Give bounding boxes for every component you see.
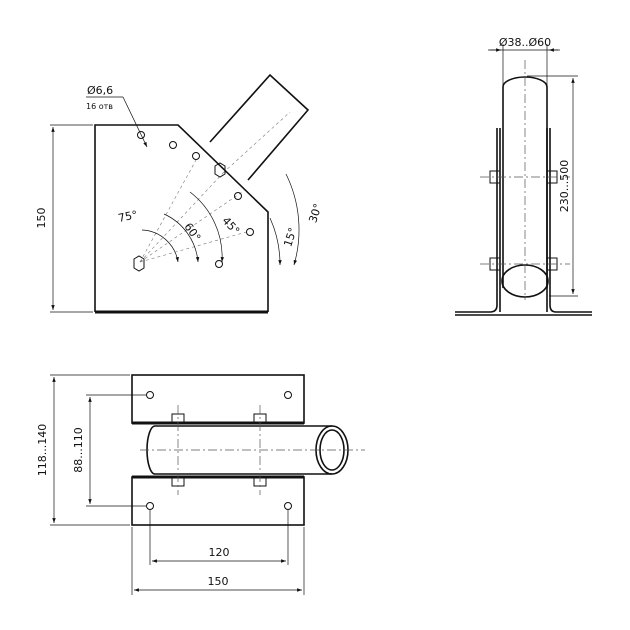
top-holes — [146, 391, 292, 510]
front-view: Ø6,6 16 отв 150 75° 60° 45° 30° 15° — [35, 73, 325, 314]
pipe-length-label: 230...500 — [558, 160, 571, 212]
mounting-hole — [234, 192, 242, 200]
mounting-hole — [146, 502, 154, 510]
mounting-hole — [146, 391, 154, 399]
height-label: 150 — [35, 208, 48, 229]
front-holes — [133, 131, 254, 272]
outer-width-label: 118...140 — [36, 424, 49, 476]
side-bolts — [480, 170, 570, 271]
front-angle-guides — [139, 111, 291, 263]
top-view: 118...140 88...110 120 150 — [36, 374, 365, 595]
mounting-hole — [137, 131, 145, 139]
mounting-hole — [246, 228, 254, 236]
mounting-hole — [169, 141, 177, 149]
inner-width-label: 88...110 — [72, 427, 85, 472]
hole-leader-arrow — [122, 96, 148, 148]
angle-arc-45 — [189, 191, 225, 263]
mounting-hole — [215, 260, 223, 268]
top-bolts — [171, 405, 267, 495]
angle-arc-75 — [141, 229, 179, 263]
side-bracket-right — [546, 128, 592, 313]
hole-count-label: 16 отв — [86, 102, 113, 111]
front-angled-tube — [209, 73, 310, 181]
angle-arc-15 — [269, 217, 282, 266]
front-bolt-head — [133, 255, 145, 272]
angle-label-60: 60° — [181, 220, 203, 243]
plate-length-label: 150 — [208, 575, 229, 588]
side-view: Ø38..Ø60 230...500 — [455, 36, 592, 316]
top-plate-lower — [131, 476, 305, 526]
mounting-hole — [284, 502, 292, 510]
side-bracket-left — [455, 128, 501, 313]
angle-arc-30 — [285, 173, 300, 266]
angle-arc-60 — [163, 213, 200, 263]
angle-label-75: 75° — [117, 208, 139, 225]
front-bolt-head — [214, 162, 226, 178]
top-plate-upper — [131, 374, 305, 424]
pipe-diameter-label: Ø38..Ø60 — [499, 36, 551, 49]
angle-label-15: 15° — [281, 226, 299, 249]
angle-label-30: 30° — [306, 202, 324, 225]
hole-spacing-label: 120 — [209, 546, 230, 559]
mounting-hole — [192, 152, 200, 160]
front-plate-outline — [94, 124, 269, 312]
hole-diameter-label: Ø6,6 — [87, 84, 113, 97]
mounting-hole — [284, 391, 292, 399]
